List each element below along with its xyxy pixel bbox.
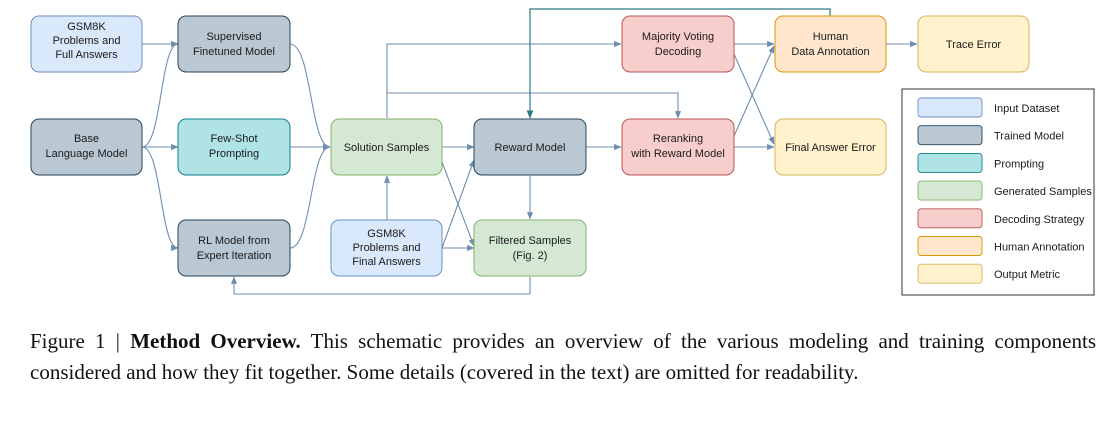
svg-text:Reward Model: Reward Model [495,142,566,154]
node-line: Reward Model [495,142,566,154]
edge-solution-to-reranking [387,92,682,119]
svg-text:Solution Samples: Solution Samples [344,142,430,154]
node-reranking-with-reward-model: Reranking with Reward Model [621,118,735,176]
legend-entry: Prompting [917,152,1044,173]
node-line: Base [74,133,99,145]
node-line: Decoding [655,46,701,58]
caption-prefix: Figure 1 | [30,329,131,353]
figure-caption: Figure 1 | Method Overview. This schemat… [30,326,1096,388]
legend-swatch [917,97,983,118]
node-final-answer-error: Final Answer Error [774,118,887,176]
edge-majority-to-final-answer [733,53,775,145]
legend-entry: Trained Model [917,125,1064,146]
legend-swatch [917,180,983,201]
svg-text:Trace Error: Trace Error [946,39,1002,51]
legend-label: Generated Samples [994,186,1092,198]
node-line: Supervised [206,31,261,43]
node-line: Reranking [653,133,703,145]
node-line: Data Annotation [791,46,869,58]
edge-rl-to-solution [289,143,331,249]
node-line: Language Model [46,148,128,160]
node-line: Problems and [353,242,421,254]
edges [141,8,918,295]
node-line: Final Answers [352,256,421,268]
legend-entry: Generated Samples [917,180,1092,201]
edge-base-to-sft [141,40,179,148]
legend-swatch [917,236,983,256]
svg-text:Final Answer Error: Final Answer Error [785,142,876,154]
legend-entry: Output Metric [917,263,1061,284]
node-line: Human [813,31,848,43]
node-line: GSM8K [367,228,406,240]
node-line: Finetuned Model [193,46,275,58]
legend-label: Input Dataset [994,103,1059,115]
edge-solution-to-majority [386,40,622,118]
node-line: Solution Samples [344,142,430,154]
legend-label: Output Metric [994,269,1061,281]
node-solution-samples: Solution Samples [330,118,443,176]
legend-swatch [917,208,983,229]
legend-entry: Human Annotation [917,236,1085,256]
node-line: RL Model from [198,235,270,247]
node-line: Few-Shot [210,133,257,145]
caption-body: This schematic provides an overview of t… [30,329,1096,384]
legend-label: Decoding Strategy [994,214,1085,226]
node-line: Trace Error [946,39,1002,51]
node-reward-model: Reward Model [473,118,587,176]
legend-label: Prompting [994,158,1044,170]
node-line: Final Answer Error [785,142,876,154]
edge-gsm8k-final-to-reward [441,159,475,249]
legend-label: Trained Model [994,131,1064,143]
node-line: with Reward Model [630,148,725,160]
node-line: (Fig. 2) [513,250,548,262]
svg-text:Filtered Samples(Fig. 2): Filtered Samples (Fig. 2) [489,235,572,262]
edge-reranking-to-human [733,45,775,137]
node-line: Majority Voting [642,31,714,43]
node-line: Problems and [53,35,121,47]
node-line: Expert Iteration [197,250,272,262]
edge-sft-to-solution [289,43,331,151]
edge-human-to-reward [526,8,831,119]
node-line: Prompting [209,148,259,160]
edge-filtered-to-rl [230,276,531,295]
legend-swatch [917,125,983,146]
node-line: Full Answers [55,49,118,61]
node-line: Filtered Samples [489,235,572,247]
node-filtered-samples: Filtered Samples (Fig. 2) [473,219,587,277]
legend-entry: Input Dataset [917,97,1059,118]
legend-entry: Decoding Strategy [917,208,1085,229]
node-line: GSM8K [67,21,106,33]
edge-base-to-rl [141,146,179,252]
node-trace-error: Trace Error [917,15,1030,73]
legend-swatch [917,152,983,173]
legend-label: Human Annotation [994,242,1085,254]
caption-title: Method Overview. [130,329,301,353]
legend-swatch [917,263,983,284]
